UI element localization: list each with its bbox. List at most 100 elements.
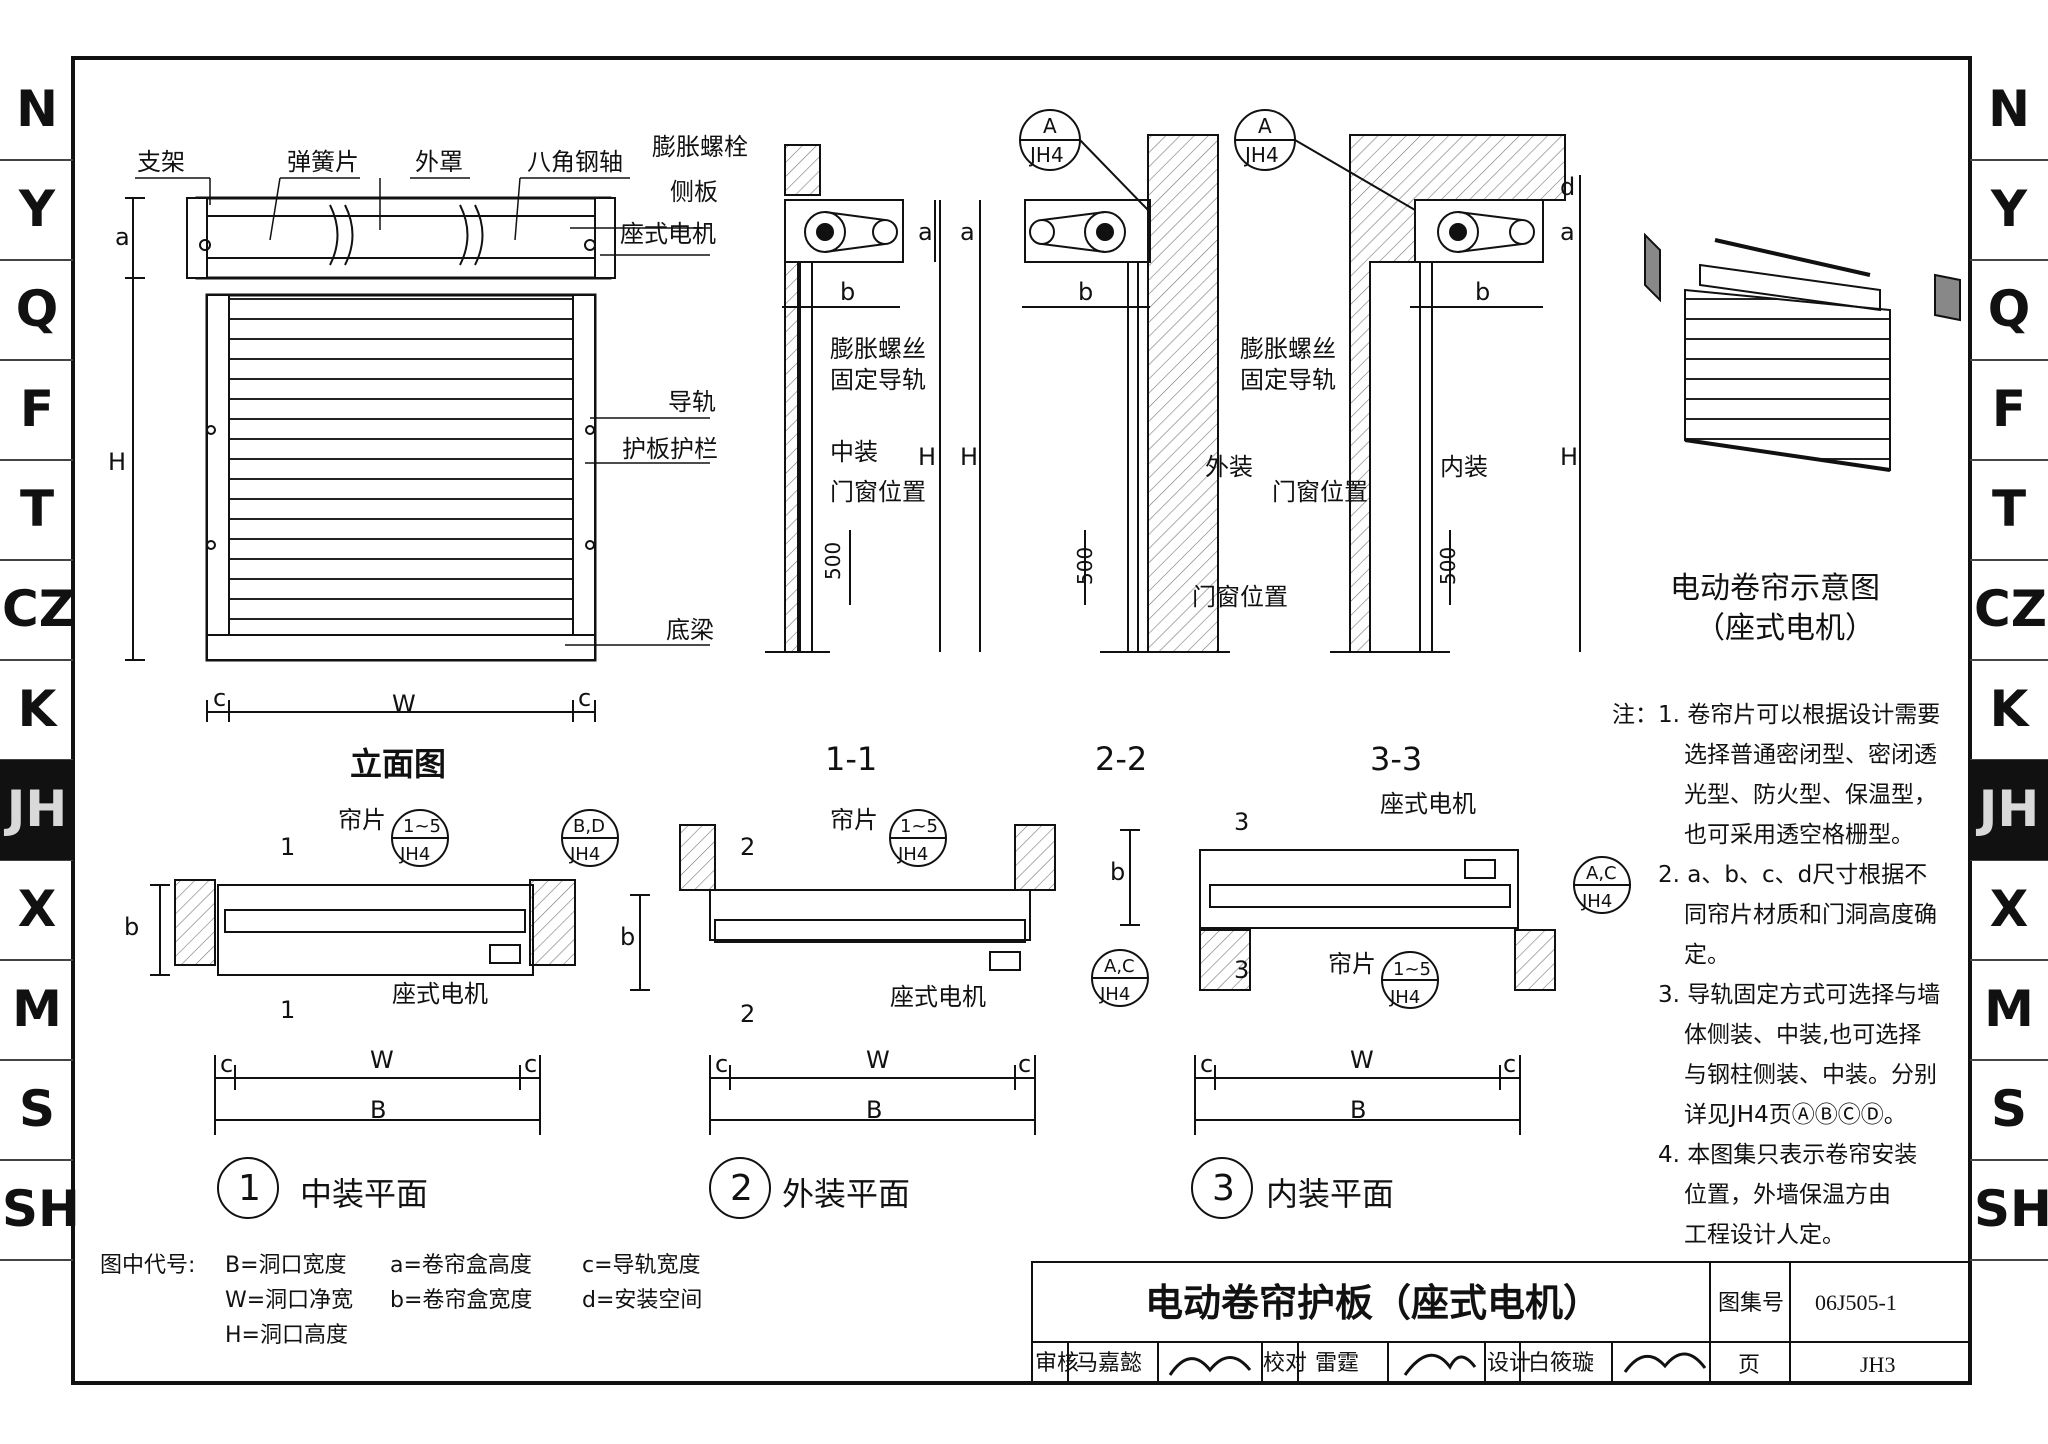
tab-S-left[interactable]: S <box>18 1080 55 1138</box>
check-label: 校对 <box>1263 1351 1307 1376</box>
title-block <box>1031 1261 1971 1384</box>
label-rail: 导轨 <box>668 388 716 416</box>
plan-3 <box>1120 829 1631 1219</box>
section-2-2 <box>979 134 1230 653</box>
plan3-dim-c1: c <box>1200 1050 1213 1078</box>
plan3-dim-B: B <box>1350 1096 1366 1124</box>
legend-H: H=洞口高度 <box>225 1323 348 1348</box>
plan2-mark-bottom: 2 <box>740 1000 755 1028</box>
plan2-num: 2 <box>730 1168 753 1209</box>
tab-K-right[interactable]: K <box>1989 680 2029 738</box>
label-bracket: 支架 <box>137 148 185 176</box>
notes-head: 注： <box>1612 702 1658 728</box>
plan1-ref-sheet: JH4 <box>399 844 430 865</box>
note-line-1: 1. 卷帘片可以根据设计需要 <box>1658 702 1940 728</box>
tab-S-right[interactable]: S <box>1990 1080 2027 1138</box>
plan3-mark-top: 3 <box>1234 808 1249 836</box>
dim-H-2: H <box>960 443 978 471</box>
page-label: 页 <box>1738 1353 1760 1378</box>
tab-K-left[interactable]: K <box>17 680 57 738</box>
tab-X-right[interactable]: X <box>1989 880 2029 938</box>
tab-Y-left[interactable]: Y <box>18 180 56 238</box>
legend-a: a=卷帘盒高度 <box>390 1253 532 1278</box>
dim-H: H <box>108 448 126 476</box>
drawing-title: 电动卷帘护板（座式电机） <box>1145 1281 1601 1325</box>
plan2-ref-sheet2: JH4 <box>1099 984 1130 1005</box>
review-label: 审核 <box>1035 1351 1079 1376</box>
plan2-ref-ac: A,C <box>1104 956 1135 977</box>
label-window-3: 门窗位置 <box>1192 583 1288 611</box>
ref-sheet-1: JH4 <box>1028 143 1064 167</box>
note-line-14: 工程设计人定。 <box>1684 1222 1845 1248</box>
tab-M-right[interactable]: M <box>1984 980 2034 1038</box>
legend-head: 图中代号: <box>100 1253 195 1278</box>
note-line-12: 4. 本图集只表示卷帘安装 <box>1658 1142 1917 1168</box>
label-out: 外装 <box>1205 453 1253 481</box>
plan2-dim-b: b <box>620 923 635 951</box>
plan3-num: 3 <box>1212 1168 1235 1209</box>
dim-500-2: 500 <box>1073 547 1097 585</box>
ref-A-2: A <box>1258 114 1272 138</box>
tab-M-left[interactable]: M <box>12 980 62 1038</box>
plan1-title: 中装平面 <box>300 1175 428 1213</box>
section-title-1: 1-1 <box>825 740 877 778</box>
tab-T-left[interactable]: T <box>19 480 55 538</box>
note-line-11: 详见JH4页ⒶⒷⒸⒹ。 <box>1684 1102 1907 1128</box>
schematic-illustration <box>1644 232 1961 472</box>
label-cover: 外罩 <box>415 148 463 176</box>
plan3-motor: 座式电机 <box>1380 790 1476 818</box>
legend-W: W=洞口净宽 <box>225 1288 353 1313</box>
plan2-ref-sheet: JH4 <box>897 844 928 865</box>
note-line-2: 选择普通密闭型、密闭透 <box>1684 742 1937 768</box>
plan1-dim-b: b <box>124 913 139 941</box>
label-screw-2a: 膨胀螺丝 <box>1240 335 1336 363</box>
plan-1 <box>150 809 619 1219</box>
note-line-6: 同帘片材质和门洞高度确 <box>1684 902 1937 928</box>
plan1-dim-c2: c <box>524 1050 537 1078</box>
note-line-5: 2. a、b、c、d尺寸根据不 <box>1658 862 1927 888</box>
label-slats: 护板护栏 <box>622 435 718 463</box>
plan3-ref-top: 1~5 <box>1393 959 1431 980</box>
checker-name: 雷霆 <box>1315 1351 1359 1376</box>
designer-name: 白筱璇 <box>1528 1351 1594 1376</box>
dim-c-left: c <box>213 684 226 712</box>
plan3-title: 内装平面 <box>1266 1175 1394 1213</box>
tab-F-left[interactable]: F <box>19 380 55 438</box>
tab-N-right[interactable]: N <box>1988 80 2030 138</box>
page-no: JH3 <box>1860 1352 1895 1377</box>
note-line-10: 与钢柱侧装、中装。分别 <box>1684 1062 1937 1088</box>
tab-Y-right[interactable]: Y <box>1990 180 2028 238</box>
tab-CZ-right[interactable]: CZ <box>1974 580 2047 638</box>
elevation-title: 立面图 <box>350 745 446 783</box>
tab-N-left[interactable]: N <box>16 80 58 138</box>
tab-T-right[interactable]: T <box>1991 480 2027 538</box>
tab-JH-right[interactable]: JH <box>1978 780 2040 838</box>
tab-JH-left[interactable]: JH <box>6 780 68 838</box>
design-label: 设计 <box>1487 1351 1531 1376</box>
plan1-dim-W: W <box>370 1046 394 1074</box>
plan3-dim-b: b <box>1110 858 1125 886</box>
tab-Q-left[interactable]: Q <box>15 280 59 338</box>
tab-F-right[interactable]: F <box>1991 380 2027 438</box>
plan1-ref-top: 1~5 <box>403 816 441 837</box>
plan3-ref-sheet2: JH4 <box>1581 891 1612 912</box>
tab-SH-left[interactable]: SH <box>2 1180 80 1238</box>
tab-SH-right[interactable]: SH <box>1974 1180 2048 1238</box>
tab-CZ-left[interactable]: CZ <box>2 580 75 638</box>
label-beam: 底梁 <box>666 616 714 644</box>
tab-X-left[interactable]: X <box>17 880 57 938</box>
dim-a-3: a <box>1560 218 1575 246</box>
plan1-mark-bottom: 1 <box>280 996 295 1024</box>
plan-2 <box>630 809 1149 1219</box>
label-mid: 中装 <box>830 438 878 466</box>
legend: 图中代号: B=洞口宽度 a=卷帘盒高度 c=导轨宽度 W=洞口净宽 b=卷帘盒… <box>100 1253 702 1348</box>
dim-a: a <box>115 223 130 251</box>
dim-a-1: a <box>918 218 933 246</box>
dim-500-1: 500 <box>821 542 845 580</box>
tab-Q-right[interactable]: Q <box>1987 280 2031 338</box>
plan1-num: 1 <box>238 1168 261 1209</box>
ref-A-1: A <box>1043 114 1057 138</box>
dim-H-1: H <box>918 443 936 471</box>
dim-H-3: H <box>1560 443 1578 471</box>
